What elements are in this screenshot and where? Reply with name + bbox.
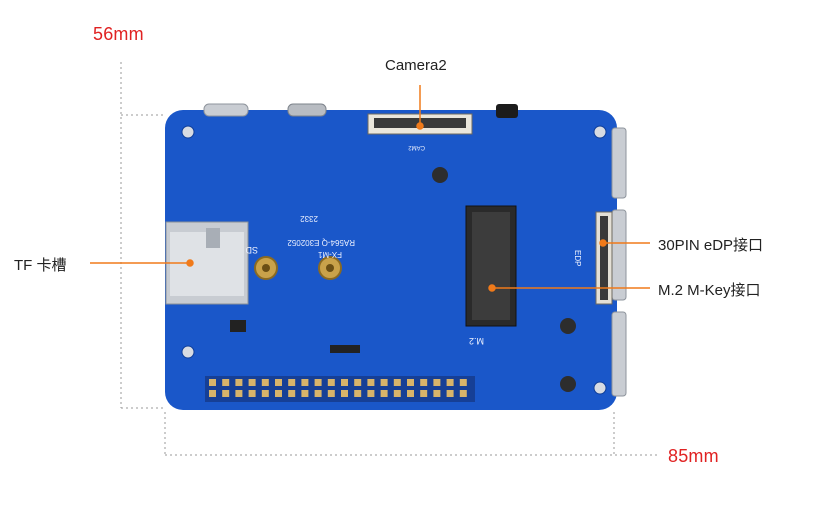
silk-m2: M.2	[469, 336, 484, 346]
gpio-pin	[301, 379, 309, 386]
gpio-pin	[327, 390, 335, 397]
gpio-pin	[314, 390, 322, 397]
gpio-pin	[275, 379, 282, 386]
audio-jack	[496, 104, 518, 118]
silk-cam: CAM2	[408, 144, 425, 150]
gpio-pin	[420, 390, 428, 397]
gpio-pin	[314, 379, 322, 386]
gpio-pin	[209, 390, 216, 397]
gpio-pin	[354, 379, 362, 386]
dimension-lines	[120, 62, 660, 456]
gpio-pin	[222, 379, 230, 386]
gpio-pin	[288, 379, 296, 386]
gpio-pin	[407, 379, 414, 386]
gpio-pin	[446, 390, 454, 397]
gpio-pin	[327, 379, 335, 386]
gpio-pin	[235, 379, 243, 386]
gpio-pin	[433, 390, 441, 397]
gpio-pin	[261, 379, 269, 386]
gpio-pin	[288, 390, 296, 397]
tf-slot-callout: TF 卡槽	[14, 257, 67, 274]
camera2-callout: Camera2	[385, 57, 447, 74]
silk-code: RA564-Q E302052	[287, 238, 355, 247]
usb-c-port-2	[287, 103, 327, 117]
edp-callout: 30PIN eDP接口	[658, 237, 764, 254]
gpio-pin	[367, 379, 375, 386]
gpio-pin	[341, 379, 348, 386]
gpio-pin	[393, 390, 401, 397]
gpio-pin	[235, 390, 243, 397]
silkscreen: FX-M1 RA564-Q E302052 2332 SD M.2 EDP CA…	[245, 144, 582, 346]
m2-callout: M.2 M-Key接口	[658, 282, 761, 299]
gpio-pin	[380, 390, 388, 397]
gpio-pin	[433, 379, 441, 386]
gpio-pin	[407, 390, 414, 397]
silk-edp: EDP	[573, 250, 582, 266]
gpio-pin	[420, 379, 428, 386]
gpio-pin	[222, 390, 230, 397]
gpio-pin	[380, 379, 388, 386]
height-dimension-label: 56mm	[93, 24, 144, 44]
gpio-pin	[367, 390, 375, 397]
silk-sd: SD	[245, 245, 258, 255]
gpio-pin	[459, 390, 467, 397]
right-port-1	[611, 127, 627, 199]
right-port-3	[611, 311, 627, 397]
silk-year: 2332	[300, 214, 318, 223]
gpio-pin	[354, 390, 362, 397]
gpio-pin	[459, 379, 467, 386]
gpio-pin	[301, 390, 309, 397]
gpio-pin	[248, 390, 256, 397]
pcb-board	[165, 103, 627, 410]
usb-c-port-1	[203, 103, 249, 117]
width-dimension-label: 85mm	[668, 446, 719, 466]
leader-lines	[90, 85, 650, 292]
gpio-pin	[341, 390, 348, 397]
gpio-pin	[446, 379, 454, 386]
gpio-pin	[275, 390, 282, 397]
gpio-pin	[248, 379, 256, 386]
silk-model: FX-M1	[317, 250, 342, 259]
gpio-pin	[393, 379, 401, 386]
right-port-2	[611, 209, 627, 301]
gpio-pin	[209, 379, 216, 386]
gpio-pin	[261, 390, 269, 397]
